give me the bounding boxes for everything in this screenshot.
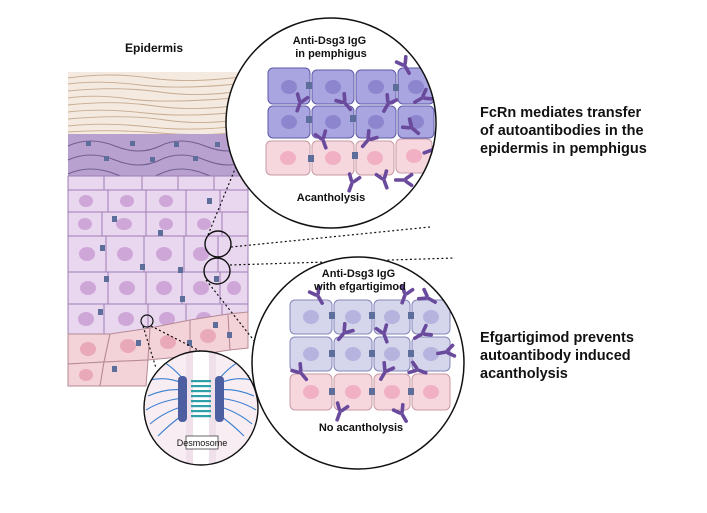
top-magnified-circle [225, 17, 437, 229]
desmosome-label: Desmosome [177, 438, 228, 448]
bottom-circle-title-line-1: Anti-Dsg3 IgG [322, 268, 395, 280]
bottom-circle-title: Anti-Dsg3 IgG with efgartigimod [313, 268, 406, 293]
desmosome-icon [143, 350, 259, 466]
epidermis-block [67, 72, 249, 387]
bottom-circle-caption: No acantholysis [319, 422, 403, 434]
statement-fcrn-transfer: FcRn mediates transfer of autoantibodies… [480, 105, 647, 157]
epidermis-label: Epidermis [125, 41, 183, 55]
zoom-circle-lower [203, 257, 231, 285]
zoom-circle-desmosome [140, 314, 154, 328]
zoom-circle-upper [204, 230, 232, 258]
top-circle-title-line-2: in pemphigus [295, 48, 367, 60]
bottom-circle-title-line-2: with efgartigimod [313, 281, 406, 293]
top-circle-title-line-1: Anti-Dsg3 IgG [293, 35, 366, 47]
desmosome-markers [98, 198, 232, 372]
bottom-magnified-circle [251, 256, 465, 470]
statement-efgartigimod: Efgartigimod prevents autoantibody induc… [480, 330, 634, 382]
top-circle-caption: Acantholysis [297, 192, 365, 204]
corneum-lines [67, 74, 249, 136]
top-circle-title: Anti-Dsg3 IgG in pemphigus [293, 35, 369, 60]
